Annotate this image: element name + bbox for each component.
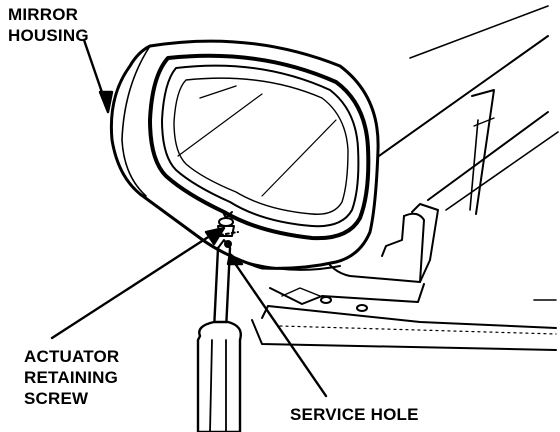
actuator-label-line-3: SCREW: [24, 389, 89, 408]
mirror-housing-label: MIRROR HOUSING: [8, 4, 89, 46]
mirror-glass: [148, 53, 371, 241]
service-hole-label: SERVICE HOLE: [290, 404, 419, 425]
actuator-label-line-2: RETAINING: [24, 368, 119, 387]
door-frame: [251, 5, 559, 351]
leader-lines: [50, 38, 328, 398]
actuator-retaining-screw-label: ACTUATOR RETAINING SCREW: [24, 346, 119, 409]
service-hole-label-text: SERVICE HOLE: [290, 405, 419, 424]
mirror-housing-label-line-2: HOUSING: [8, 26, 89, 45]
mirror-housing-label-line-1: MIRROR: [8, 5, 79, 24]
actuator-label-line-1: ACTUATOR: [24, 347, 120, 366]
actuator-retaining-screw: [213, 209, 239, 248]
screwdriver: [196, 239, 242, 432]
